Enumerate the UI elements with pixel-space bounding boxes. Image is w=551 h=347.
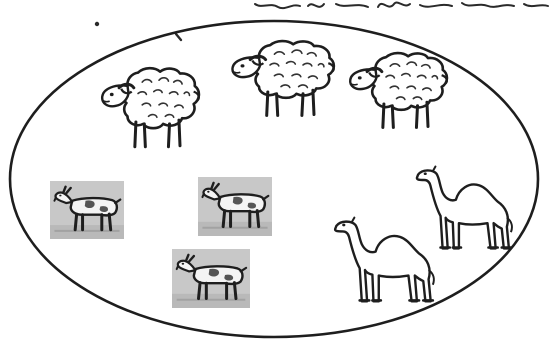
goat-1 xyxy=(50,181,124,239)
sheep-3 xyxy=(350,53,447,127)
ink-dot xyxy=(95,22,99,26)
handwriting-marks xyxy=(255,3,548,9)
goat-3 xyxy=(172,249,250,308)
camel-2 xyxy=(335,218,434,302)
ink-mark xyxy=(176,34,181,40)
sheep-1 xyxy=(102,68,199,147)
goat-2 xyxy=(198,177,272,236)
camel-1 xyxy=(417,167,512,249)
sheep-2 xyxy=(232,41,333,115)
